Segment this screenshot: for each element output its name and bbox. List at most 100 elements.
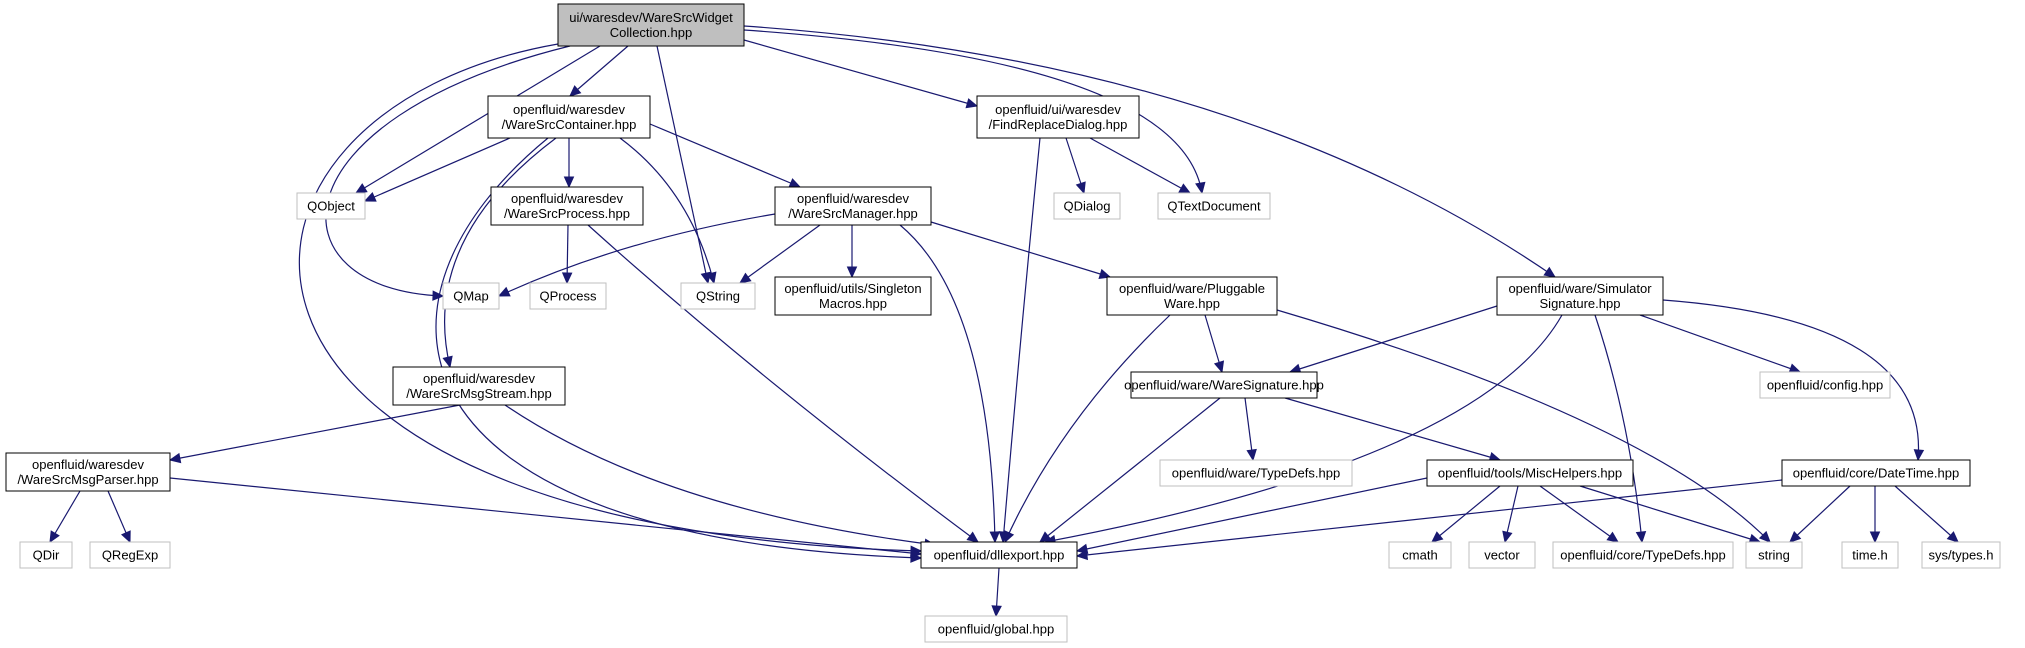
node-box — [1745, 541, 1803, 569]
node-box — [89, 541, 171, 569]
node-mischelpers[interactable]: openfluid/tools/MiscHelpers.hpp — [1426, 459, 1634, 487]
node-box — [774, 276, 932, 316]
node-label: QTextDocument — [1167, 199, 1261, 214]
node-label: ui/waresdev/WareSrcWidget — [569, 10, 733, 25]
edge-arrowhead — [363, 191, 377, 202]
edge-line — [1076, 477, 1428, 552]
node-label: QDir — [33, 548, 60, 563]
edge-msgparser-to-dllexport — [169, 477, 923, 559]
edge-datetime-to-timeh — [1869, 486, 1881, 544]
node-label: cmath — [1402, 548, 1437, 563]
edge-line — [1639, 314, 1801, 373]
edge-pluggable-to-string — [1276, 309, 1771, 543]
node-qtextdocument: QTextDocument — [1157, 192, 1271, 220]
edge-arrowhead — [788, 178, 802, 188]
node-label: Macros.hpp — [819, 296, 887, 311]
edge-msgparser-to-qregexp — [107, 490, 131, 544]
node-datetime[interactable]: openfluid/core/DateTime.hpp — [1781, 459, 1971, 487]
node-waretypedefs: openfluid/ware/TypeDefs.hpp — [1159, 459, 1353, 487]
node-label: openfluid/ware/TypeDefs.hpp — [1172, 466, 1340, 481]
edge-datetime-to-systypes — [1894, 485, 1959, 543]
edge-arrowhead — [1075, 181, 1086, 195]
edge-manager-to-pluggable — [930, 221, 1112, 279]
edge-pluggable-to-waresig — [1204, 314, 1225, 374]
edge-arrowhead — [497, 286, 511, 297]
edge-arrowhead — [1502, 530, 1513, 544]
edge-arrowhead — [1039, 531, 1052, 543]
node-box — [442, 282, 500, 310]
node-label: vector — [1484, 548, 1520, 563]
edge-findreplace-to-dllexport — [998, 137, 1041, 544]
node-box — [1921, 541, 2001, 569]
node-box — [924, 615, 1068, 643]
node-container[interactable]: openfluid/waresdev/WareSrcContainer.hpp — [487, 95, 651, 139]
node-manager[interactable]: openfluid/waresdev/WareSrcManager.hpp — [774, 186, 932, 226]
edge-arrowhead — [966, 531, 979, 543]
edge-line — [649, 123, 801, 188]
node-msgstream[interactable]: openfluid/waresdev/WareSrcMsgStream.hpp — [392, 366, 566, 406]
edge-arrowhead — [563, 176, 575, 189]
edge-simsig-to-dllexport — [1043, 314, 1563, 546]
node-box — [487, 95, 651, 139]
node-dllexport[interactable]: openfluid/dllexport.hpp — [920, 541, 1078, 569]
edge-line — [569, 45, 629, 97]
edge-line — [169, 404, 461, 461]
node-box — [1552, 541, 1734, 569]
edge-arrowhead — [1758, 530, 1771, 543]
edge-line — [1089, 137, 1191, 194]
edge-container-to-process — [563, 138, 575, 189]
node-label: /WareSrcProcess.hpp — [504, 206, 630, 221]
edge-line — [1579, 485, 1761, 543]
node-config: openfluid/config.hpp — [1759, 371, 1891, 399]
edge-line — [1004, 314, 1171, 543]
node-label: openfluid/waresdev — [797, 191, 910, 206]
edge-line — [364, 137, 511, 202]
node-waresig[interactable]: openfluid/ware/WareSignature.hpp — [1124, 371, 1324, 399]
node-qdir: QDir — [19, 541, 73, 569]
edge-arrowhead — [989, 531, 1001, 544]
node-box — [557, 3, 745, 47]
edge-msgstream-to-msgparser — [168, 404, 461, 464]
node-label: openfluid/waresdev — [423, 371, 536, 386]
edges-layer — [49, 25, 1959, 618]
edge-root-to-qobject — [354, 45, 601, 194]
edge-line — [587, 224, 979, 543]
node-box — [1159, 459, 1353, 487]
edge-line — [1594, 314, 1643, 543]
edge-container-to-qobject — [363, 137, 511, 202]
edge-pluggable-to-dllexport — [1004, 314, 1171, 544]
edge-waresig-to-mischelpers — [1284, 397, 1502, 463]
edge-arrowhead — [1431, 531, 1444, 543]
edge-manager-to-qstring — [739, 224, 821, 284]
edge-arrowhead — [1913, 449, 1925, 462]
edge-mischelpers-to-vector — [1502, 485, 1519, 544]
edge-arrowhead — [561, 272, 573, 285]
edge-arrowhead — [1946, 531, 1959, 543]
edge-msgparser-to-qdir — [49, 490, 81, 544]
edge-line — [1076, 479, 1783, 557]
edge-arrowhead — [965, 98, 979, 109]
node-box — [1426, 459, 1634, 487]
node-process[interactable]: openfluid/waresdev/WareSrcProcess.hpp — [490, 186, 644, 226]
edge-line — [1284, 397, 1501, 461]
node-box — [1157, 192, 1271, 220]
edge-arrowhead — [432, 290, 445, 301]
node-findreplace[interactable]: openfluid/ui/waresdev/FindReplaceDialog.… — [976, 95, 1140, 139]
node-label: QObject — [307, 199, 355, 214]
node-label: /WareSrcMsgParser.hpp — [17, 472, 158, 487]
edge-container-to-msgstream — [442, 137, 557, 369]
edge-line — [504, 404, 936, 546]
edge-arrowhead — [1543, 266, 1557, 278]
edge-arrowhead — [706, 271, 717, 285]
node-label: openfluid/waresdev — [513, 102, 626, 117]
edge-line — [656, 45, 709, 284]
edge-arrowhead — [1606, 531, 1619, 543]
node-msgparser[interactable]: openfluid/waresdev/WareSrcMsgParser.hpp — [5, 452, 171, 492]
edge-dllexport-to-global — [991, 567, 1002, 618]
edge-arrowhead — [739, 272, 752, 284]
edge-arrowhead — [1004, 530, 1015, 544]
